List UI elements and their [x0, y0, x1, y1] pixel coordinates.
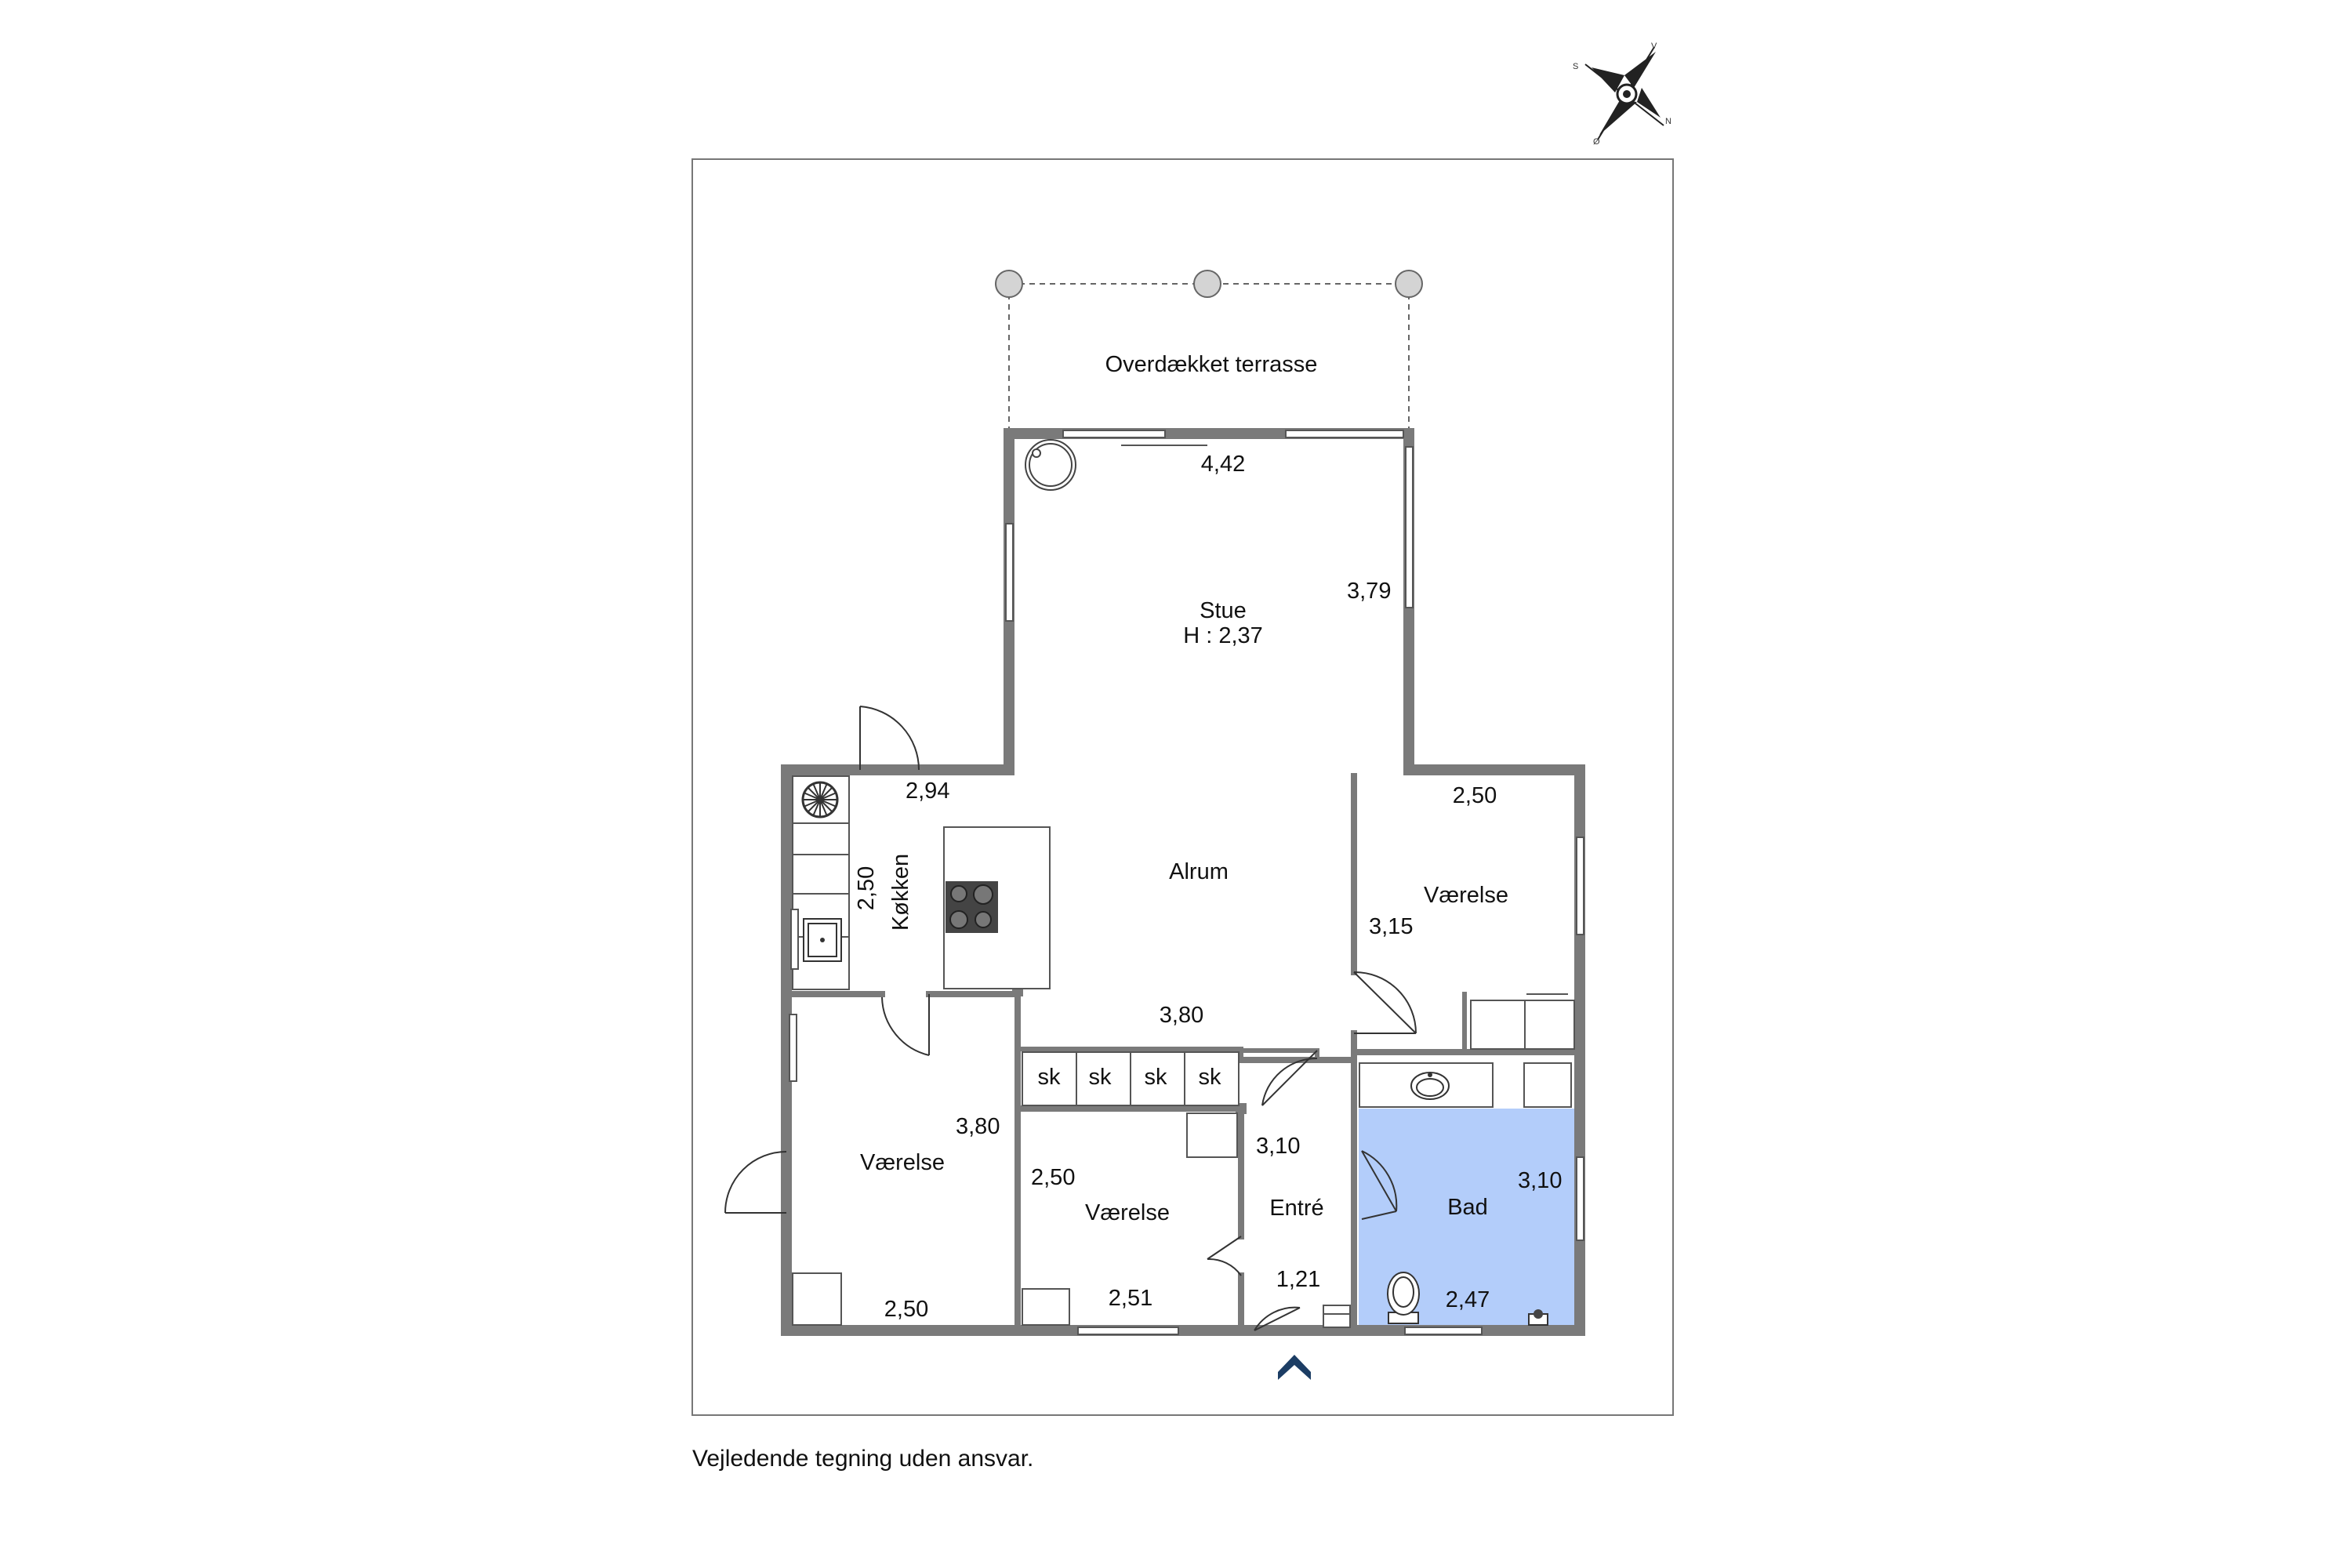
windows [789, 430, 1584, 1335]
terrace-post [1193, 270, 1221, 298]
compass-o: Ø [1593, 137, 1600, 147]
door-swing-kitchen-bedroom [881, 994, 930, 1056]
door-swing-bedroom-ne [1353, 971, 1417, 1034]
stue-height: H : 2,37 [1183, 623, 1263, 648]
kokken-name: Køkken [888, 854, 913, 931]
shoe-rack [1323, 1305, 1351, 1328]
closet-label: sk [1089, 1065, 1112, 1090]
vaerelse-sw-dim-w: 2,50 [884, 1297, 928, 1322]
interior-walls [789, 773, 1583, 1334]
disclaimer: Vejledende tegning uden ansvar. [692, 1446, 1033, 1472]
closet-label: sk [1199, 1065, 1222, 1090]
bad-dim-w: 2,47 [1446, 1287, 1490, 1312]
vaerelse-sw-dim-h: 3,80 [956, 1114, 1000, 1139]
alrum-dim-bottom: 3,80 [1160, 1003, 1203, 1028]
kokken-dim: 2,50 [854, 866, 879, 910]
vaerelse-s-dim-w: 2,51 [1109, 1286, 1152, 1311]
stue-name: Stue [1200, 598, 1247, 623]
alrum-dim-top: 2,94 [906, 779, 949, 804]
entre-dim-h: 3,10 [1256, 1134, 1300, 1159]
range-hood-icon [801, 781, 839, 818]
door-swing-bath [1361, 1150, 1398, 1220]
compass-icon: S V N Ø [1573, 42, 1671, 147]
plan-frame [691, 158, 1674, 1416]
compass-n: N [1665, 117, 1671, 126]
stue-dim-top: 4,42 [1201, 452, 1245, 477]
door-swing-kitchen-exterior [859, 706, 920, 771]
wardrobe [1470, 993, 1575, 1050]
door-swing-entre-alrum [1261, 1050, 1318, 1106]
sink-icon [803, 918, 842, 962]
vaerelse-sw-name: Værelse [860, 1150, 945, 1175]
washbasin-icon [1359, 1062, 1572, 1108]
terrace [995, 270, 1423, 434]
faucet-icon [1528, 1309, 1548, 1326]
vaerelse-s-name: Værelse [1085, 1200, 1170, 1225]
entry-arrow-icon [1278, 1355, 1311, 1380]
entre-dim-w: 1,21 [1276, 1267, 1320, 1292]
closet-label: sk [1145, 1065, 1168, 1090]
closet-row [1022, 1051, 1240, 1106]
entre-name: Entré [1269, 1196, 1323, 1221]
wood-stove-icon [1025, 439, 1076, 491]
terrace-post [1395, 270, 1423, 298]
alrum-name: Alrum [1169, 859, 1229, 884]
wardrobe [1186, 1112, 1238, 1158]
vaerelse-ne-name: Værelse [1424, 883, 1508, 908]
compass-s: S [1573, 62, 1578, 71]
closet-label: sk [1038, 1065, 1062, 1090]
bad-dim-h: 3,10 [1518, 1168, 1562, 1193]
toilet-icon [1387, 1272, 1420, 1324]
wardrobe [1022, 1288, 1070, 1326]
terrace-post [995, 270, 1023, 298]
door-swing-entre-room [1207, 1236, 1242, 1276]
wardrobe [792, 1272, 842, 1326]
stue-dim-side: 3,79 [1347, 579, 1391, 604]
terrace-label: Overdækket terrasse [1105, 352, 1318, 377]
vaerelse-ne-dim-h: 3,15 [1369, 914, 1413, 939]
vaerelse-ne-dim-w: 2,50 [1453, 783, 1497, 808]
cooktop-icon [946, 881, 998, 933]
bad-name: Bad [1447, 1195, 1488, 1220]
vaerelse-s-dim-h: 2,50 [1031, 1165, 1075, 1190]
compass-v: V [1651, 42, 1657, 51]
door-swing-bedroom-exterior [724, 1151, 787, 1214]
door-swing-main-entrance [1254, 1306, 1301, 1331]
